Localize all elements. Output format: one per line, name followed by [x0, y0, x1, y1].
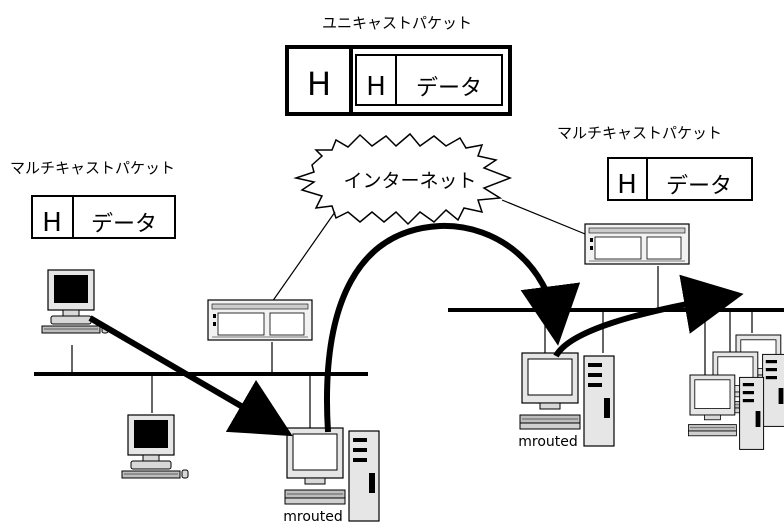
multicast-right-header-label: H [617, 170, 637, 200]
unicast-packet-title: ユニキャストパケット [322, 14, 472, 32]
unicast-inner-header-label: H [366, 72, 386, 102]
multicast-left-packet [31, 195, 176, 239]
multicast-right-payload-label: データ [666, 174, 732, 199]
unicast-header-label: H [307, 65, 331, 103]
multicast-left-header-label: H [42, 208, 62, 238]
left-mrouted-label: mrouted [283, 509, 343, 525]
right-receiver-pc-icon-1 [687, 374, 765, 450]
link-internet-right-router [501, 199, 591, 237]
multicast-left-payload-label: データ [91, 212, 157, 237]
right-mrouted-pc-icon [519, 352, 615, 447]
right-mrouted-label: mrouted [518, 434, 578, 450]
left-pc-icon [121, 414, 189, 479]
arrow-source-to-mrouted [88, 315, 293, 437]
multicast-left-title: マルチキャストパケット [10, 159, 175, 177]
internet-label: インターネット [343, 170, 476, 192]
arrow-tunnel-over-internet [324, 222, 581, 433]
right-router-icon [584, 223, 690, 265]
left-router-icon [207, 299, 313, 341]
unicast-inner-packet [355, 54, 503, 106]
link-internet-left-router [271, 211, 336, 303]
unicast-payload-label: データ [416, 76, 482, 101]
multicast-right-title: マルチキャストパケット [557, 124, 722, 142]
internet-cloud-icon [293, 132, 513, 226]
multicast-right-packet [607, 157, 753, 201]
arrow-right-lan-multicast [553, 274, 744, 358]
left-mrouted-pc-icon [284, 427, 380, 522]
